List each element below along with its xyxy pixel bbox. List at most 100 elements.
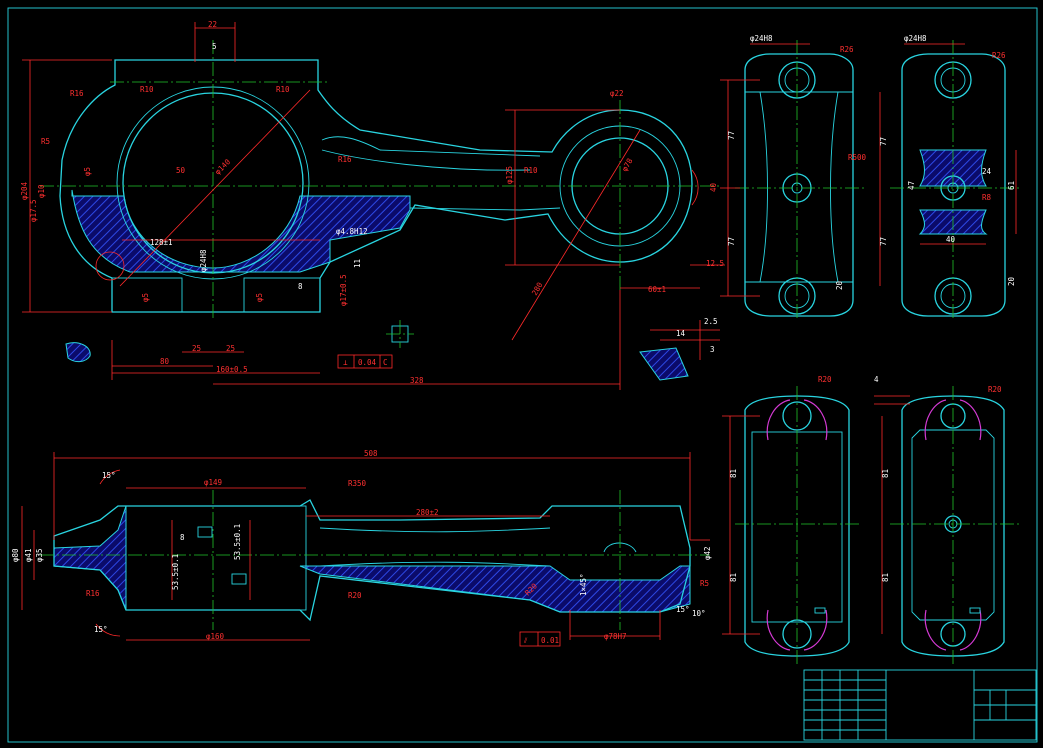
dim-d22: φ22 — [610, 89, 624, 98]
dim-r10-c: R10 — [524, 166, 538, 175]
lower-a-r20: R20 — [818, 375, 832, 384]
side-b-61: 61 — [1007, 181, 1016, 190]
side-b-47: 47 — [907, 181, 916, 190]
plan-d35: φ35 — [35, 548, 44, 562]
side-b-24: 24 — [982, 167, 992, 176]
lower-a-81a: 81 — [729, 469, 738, 478]
tol-symbol: ⊥ — [343, 358, 348, 367]
flatness-frame — [519, 631, 561, 647]
plan-d78h7: φ78H7 — [604, 632, 627, 641]
shank-rib — [321, 136, 561, 211]
detail-callout-circle — [95, 251, 125, 281]
dim-eight: 8 — [298, 282, 303, 291]
side-view-a: φ24H8 R26 R500 77 77 20 — [720, 34, 867, 320]
lower-view-b: R20 4 81 81 — [874, 375, 1020, 666]
dim-d5-b: φ5 — [141, 293, 150, 302]
dim-radius280: 280 — [530, 280, 545, 297]
plan-bolt-slot-b — [231, 573, 247, 585]
detail-sections: 2.5 14 3 — [65, 317, 720, 381]
dim-d204: φ204 — [20, 181, 29, 200]
lower-b-81b: 81 — [881, 573, 890, 582]
plan-section-hatch-right — [299, 565, 691, 613]
plan-big-end-body — [125, 505, 307, 611]
detail-blob-left — [65, 342, 91, 363]
dim-d5-c: φ5 — [255, 293, 264, 302]
dim-twentyfive-b: 25 — [226, 344, 235, 353]
side-b-40: 40 — [946, 235, 956, 244]
dim-fifty: 50 — [176, 166, 186, 175]
side-a-r26: R26 — [840, 45, 854, 54]
dim-fourteen: 14 — [676, 329, 686, 338]
side-b-20: 20 — [1007, 276, 1016, 286]
plan-bolt-slot — [197, 526, 213, 538]
dim-d5: φ5 — [83, 167, 92, 176]
dim-r10-a: R10 — [140, 85, 154, 94]
dim-top-width: 22 — [208, 20, 217, 29]
sheet-border — [7, 7, 1038, 743]
side-a-77a: 77 — [727, 131, 736, 140]
plan-d160: φ160 — [206, 632, 225, 641]
plan-oil-hole — [603, 542, 637, 553]
dim-d24h8: φ24H8 — [199, 249, 208, 272]
dim-d17-5: φ17.5 — [29, 199, 38, 222]
front-dim-lines — [22, 22, 725, 390]
front-section-hatch — [71, 189, 411, 273]
dim-d4-8h12: φ4.8H12 — [336, 227, 368, 236]
side-b-r26: R26 — [992, 51, 1006, 60]
tol-value: 0.04 — [358, 358, 377, 367]
side-b-77b: 77 — [879, 237, 888, 246]
dim-len128: 128±1 — [150, 238, 173, 247]
dim-twelve-5: 12.5 — [706, 259, 724, 268]
plan-d149: φ149 — [204, 478, 222, 487]
side-a-r500: R500 — [848, 153, 867, 162]
side-b-77a: 77 — [879, 137, 888, 146]
dim-d17: φ17±0.5 — [339, 274, 348, 306]
plan-d42: φ42 — [703, 546, 712, 560]
dim-three: 3 — [710, 345, 715, 354]
plan-len280: 280±2 — [416, 508, 439, 517]
dim-twentyfive-a: 25 — [192, 344, 201, 353]
plan-web-curve — [319, 527, 551, 567]
side-b-r8: R8 — [982, 193, 992, 202]
dim-r16-a: R16 — [70, 89, 84, 98]
dim-r16-b: R16 — [338, 155, 352, 164]
dim-eleven: 11 — [353, 259, 362, 268]
plan-eight: 8 — [180, 533, 185, 542]
plan-ang15b: 15° — [94, 625, 108, 634]
plan-r350: R350 — [348, 479, 367, 488]
front-view: 22 5 R16 R10 R10 R5 φ5 φ204 φ17.5 φ10 50… — [20, 20, 725, 390]
dim-top-slot: 5 — [212, 42, 217, 51]
plan-d53-5b: 53.5±0.1 — [233, 524, 242, 560]
lower-a-81b: 81 — [729, 573, 738, 582]
plan-ang15a: 15° — [102, 471, 116, 480]
lower-b-r20: R20 — [988, 385, 1002, 394]
dim-len328: 328 — [410, 376, 424, 385]
flatness-symbol: ⫽ — [523, 636, 528, 645]
title-block — [803, 669, 1037, 741]
dim-eighty: 80 — [160, 357, 170, 366]
side-a-20: 20 — [835, 280, 844, 290]
flatness-value: 0.01 — [541, 636, 559, 645]
dim-r10-b: R10 — [276, 85, 290, 94]
dim-r5: R5 — [41, 137, 50, 146]
plan-chamfer: 1×45° — [579, 573, 588, 596]
dim-forty: 40 — [709, 182, 718, 192]
bolt-boss-left — [111, 277, 183, 313]
plan-r20a: R20 — [348, 591, 362, 600]
detail-blob-right — [639, 347, 689, 381]
plan-r5: R5 — [700, 579, 709, 588]
plan-r16: R16 — [86, 589, 100, 598]
tolerance-frame — [337, 354, 393, 369]
side-a-top: φ24H8 — [750, 34, 773, 43]
plan-d53-5a: 53.5±0.1 — [171, 554, 180, 590]
plan-ang10: 10° — [692, 609, 706, 618]
dim-d125: φ125 — [505, 166, 514, 184]
big-end-outline — [59, 59, 693, 313]
plan-d41: φ41 — [24, 548, 33, 562]
side-view-b: φ24H8 R26 77 77 47 24 61 R8 40 20 — [879, 34, 1020, 320]
plan-d80: φ80 — [11, 548, 20, 562]
side-b-top: φ24H8 — [904, 34, 927, 43]
tol-datum: C — [383, 358, 388, 367]
plan-ang15c: 15° — [676, 605, 690, 614]
